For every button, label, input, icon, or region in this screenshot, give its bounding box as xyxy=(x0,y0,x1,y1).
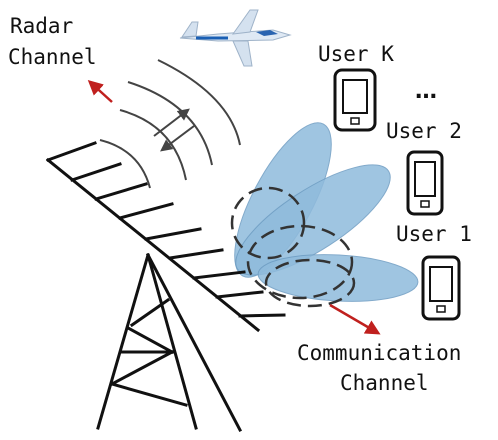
beam-lobe-2 xyxy=(235,164,391,276)
radar-echo-arrow xyxy=(160,125,195,152)
radar-tx-arrow xyxy=(153,108,190,137)
user-1-label: User 1 xyxy=(396,222,472,246)
antenna-tower-icon xyxy=(45,141,286,433)
beam-cluster-1 xyxy=(264,258,356,308)
comm-label-line2: Channel xyxy=(340,371,429,395)
smartphone-icon-2 xyxy=(406,150,444,216)
beam-cluster-k xyxy=(230,186,306,260)
comm-channel-arrow xyxy=(329,303,381,335)
radar-wave-arcs xyxy=(99,59,241,189)
users-ellipsis: … xyxy=(415,79,437,104)
radar-label-line1: Radar xyxy=(10,14,73,38)
beam-lobe-1 xyxy=(257,254,419,302)
radar-channel-arrow xyxy=(87,79,113,103)
fighter-jet-icon xyxy=(179,9,292,67)
beam-cluster-2 xyxy=(246,224,354,300)
beam-lobes xyxy=(230,122,419,308)
radar-label-line2: Channel xyxy=(8,45,97,69)
smartphone-icon-k xyxy=(333,68,377,132)
user-k-label: User K xyxy=(318,42,394,66)
comm-label-line1: Communication xyxy=(297,341,461,365)
user-2-label: User 2 xyxy=(386,119,462,143)
smartphone-icon-1 xyxy=(421,255,461,321)
